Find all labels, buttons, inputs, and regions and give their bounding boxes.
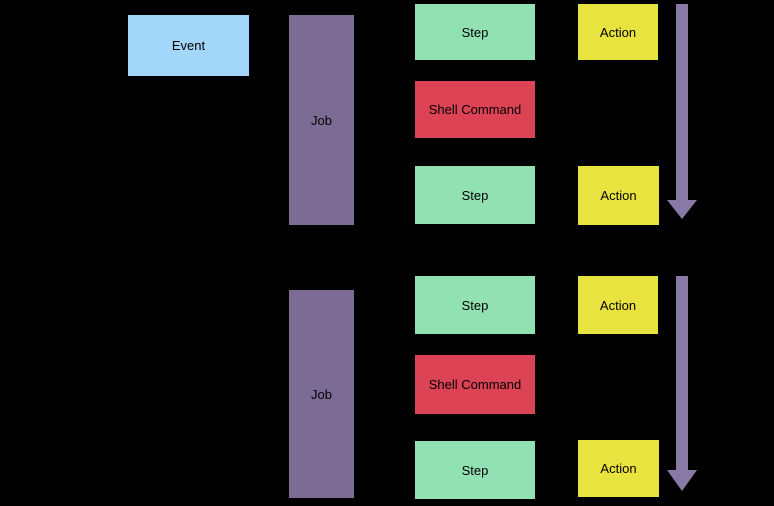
job-label: Job — [311, 386, 332, 402]
step-node-4: Step — [415, 441, 535, 499]
step-label: Step — [461, 24, 489, 40]
flow-arrow-shaft — [676, 4, 688, 200]
flow-arrow-shaft — [676, 276, 688, 470]
step-node-3: Step — [415, 276, 535, 334]
shell-command-label: Shell Command — [428, 102, 522, 117]
action-label: Action — [599, 297, 637, 313]
step-label: Step — [461, 462, 489, 478]
action-node-3: Action — [578, 276, 658, 334]
step-label: Step — [461, 187, 489, 203]
job-node-1: Job — [289, 15, 354, 225]
step-node-2: Step — [415, 166, 535, 224]
flow-arrow-head-icon — [667, 200, 697, 219]
action-node-2: Action — [578, 166, 659, 225]
shell-command-label: Shell Command — [428, 377, 522, 392]
event-node: Event — [128, 15, 249, 76]
job-node-2: Job — [289, 290, 354, 498]
shell-command-node-1: Shell Command — [415, 81, 535, 138]
action-label: Action — [600, 188, 637, 203]
flow-arrow-head-icon — [667, 470, 697, 491]
action-label: Action — [599, 24, 637, 40]
step-label: Step — [461, 297, 489, 313]
action-node-1: Action — [578, 4, 658, 60]
shell-command-node-2: Shell Command — [415, 355, 535, 414]
action-label: Action — [600, 461, 637, 476]
event-label: Event — [171, 38, 206, 53]
job-label: Job — [311, 112, 332, 128]
step-node-1: Step — [415, 4, 535, 60]
action-node-4: Action — [578, 440, 659, 497]
